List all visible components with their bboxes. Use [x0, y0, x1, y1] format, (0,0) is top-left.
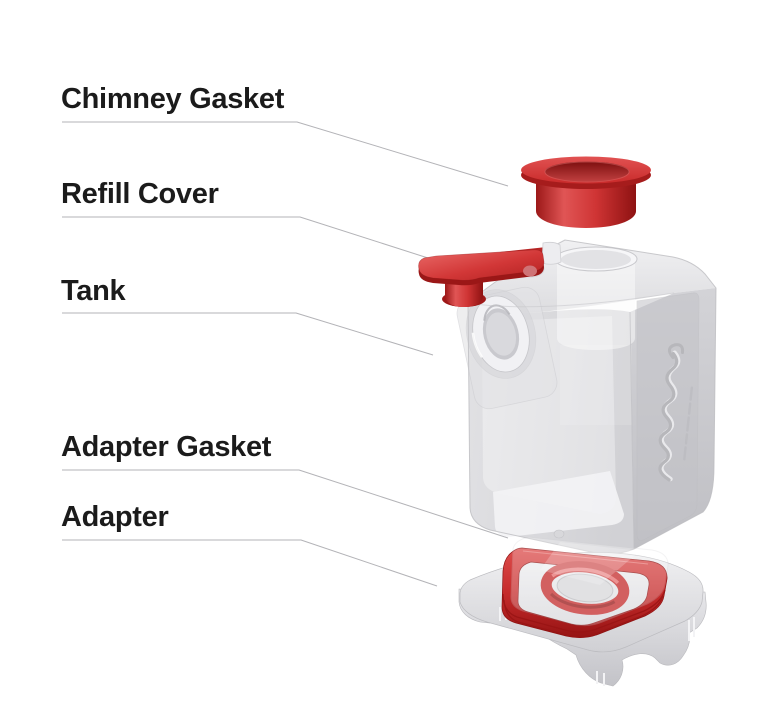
leader-line-tank [62, 312, 434, 356]
label-adapter: Adapter [61, 501, 169, 533]
gasket-carrier-plate [510, 536, 669, 627]
leader-lines [62, 121, 509, 587]
chimney-opening [554, 246, 638, 272]
leader-line-chimney-gasket [62, 121, 509, 187]
cover-pin [523, 265, 537, 277]
refill-port [465, 289, 537, 379]
gasket-ridges [502, 589, 666, 638]
strap-clip [541, 241, 562, 265]
chimney-gasket-illustration [521, 156, 651, 228]
label-tank: Tank [61, 275, 126, 307]
label-chimney-gasket: Chimney Gasket [61, 83, 285, 115]
o-ring [540, 561, 630, 615]
leader-line-refill-cover [62, 216, 429, 259]
leader-line-adapter-gasket [62, 469, 509, 539]
refill-cover-illustration [418, 241, 562, 307]
tank-outlet-nub [553, 529, 565, 539]
embossed-logo [658, 343, 694, 482]
label-adapter-gasket: Adapter Gasket [61, 431, 272, 463]
leg-notches [499, 606, 695, 686]
adapter-gasket-illustration [501, 536, 669, 638]
label-refill-cover: Refill Cover [61, 178, 219, 210]
tank-illustration [456, 239, 717, 555]
tank-interior-floor [493, 471, 624, 537]
leader-line-adapter [62, 539, 438, 587]
